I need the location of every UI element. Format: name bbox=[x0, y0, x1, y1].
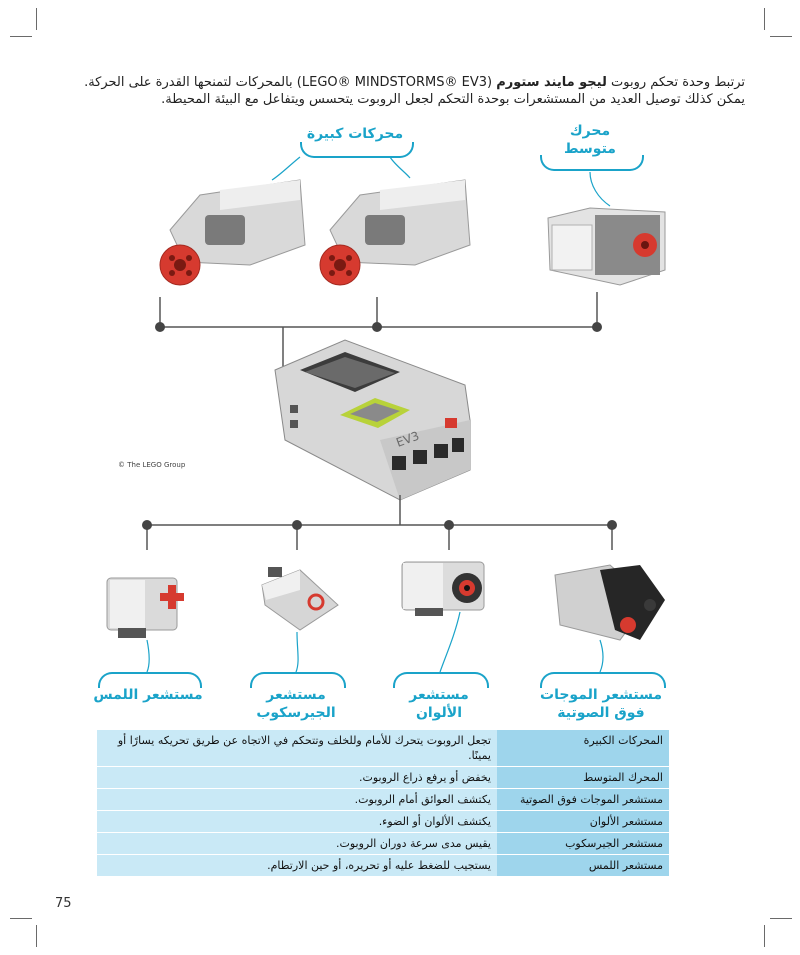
table-value: يستجيب للضغط عليه أو تحريره، أو حين الار… bbox=[97, 854, 497, 877]
ultrasonic-bracket bbox=[540, 672, 666, 688]
callout-line bbox=[295, 631, 299, 673]
table-value: يقيس مدى سرعة دوران الروبوت. bbox=[97, 832, 497, 855]
callout-line bbox=[271, 156, 301, 181]
large-motor-image-1 bbox=[159, 179, 306, 286]
connector-dot bbox=[607, 520, 617, 530]
table-row: مستشعر الجيرسكوب يقيس مدى سرعة دوران الر… bbox=[97, 832, 669, 855]
gyro-sensor-label: مستشعر الجيرسكوب bbox=[256, 687, 336, 721]
crop-mark bbox=[770, 918, 792, 919]
table-value: يخفض أو يرفع ذراع الروبوت. bbox=[97, 766, 497, 789]
gyro-bracket bbox=[250, 672, 346, 688]
connector-dot bbox=[444, 520, 454, 530]
crop-mark bbox=[10, 36, 32, 37]
crop-mark bbox=[764, 925, 765, 947]
table-key: مستشعر الموجات فوق الصوتية bbox=[497, 788, 669, 811]
callout-line bbox=[439, 611, 461, 673]
crop-mark bbox=[770, 36, 792, 37]
table-key: المحرك المتوسط bbox=[497, 766, 669, 789]
medium-motor-label: محرك متوسط bbox=[564, 123, 616, 157]
crop-mark bbox=[36, 925, 37, 947]
connector-dot bbox=[372, 322, 382, 332]
copyright-credit: © The LEGO Group bbox=[118, 461, 186, 469]
large-motors-label: محركات كبيرة bbox=[306, 126, 404, 142]
crop-mark bbox=[10, 918, 32, 919]
color-bracket bbox=[393, 672, 489, 688]
touch-sensor-label: مستشعر اللمس bbox=[93, 687, 203, 703]
ultrasonic-sensor-image bbox=[554, 564, 665, 641]
crop-mark bbox=[764, 8, 765, 30]
table-value: يكتشف العوائق أمام الروبوت. bbox=[97, 788, 497, 811]
touch-sensor-image bbox=[106, 577, 184, 638]
table-key: مستشعر الألوان bbox=[497, 810, 669, 833]
connector-dot bbox=[155, 322, 165, 332]
table-key: مستشعر الجيرسكوب bbox=[497, 832, 669, 855]
large-motor-image-2 bbox=[319, 179, 471, 286]
connector-dot bbox=[142, 520, 152, 530]
table-row: المحركات الكبيرة تجعل الروبوت يتحرك للأم… bbox=[97, 730, 669, 767]
medium-motor-image bbox=[547, 207, 666, 286]
medium-motor-bracket bbox=[540, 155, 644, 171]
callout-line bbox=[146, 639, 150, 673]
connector-dot bbox=[292, 520, 302, 530]
color-sensor-image bbox=[401, 561, 485, 616]
ev3-brick-image bbox=[274, 339, 471, 501]
table-key: مستشعر اللمس bbox=[497, 854, 669, 877]
callout-line bbox=[599, 639, 604, 673]
gyro-sensor-image bbox=[261, 567, 339, 631]
intro-line-2: يمكن كذلك توصيل العديد من المستشعرات بوح… bbox=[161, 92, 745, 107]
table-key: المحركات الكبيرة bbox=[497, 730, 669, 767]
table-value: يكتشف الألوان أو الضوء. bbox=[97, 810, 497, 833]
intro-line-1: ترتبط وحدة تحكم روبوت ليجو مايند ستورم (… bbox=[84, 75, 745, 90]
touch-bracket bbox=[98, 672, 202, 688]
table-value: تجعل الروبوت يتحرك للأمام وللخلف وتتحكم … bbox=[97, 730, 497, 767]
connector-dot bbox=[592, 322, 602, 332]
table-row: المحرك المتوسط يخفض أو يرفع ذراع الروبوت… bbox=[97, 766, 669, 789]
table-row: مستشعر الألوان يكتشف الألوان أو الضوء. bbox=[97, 810, 669, 833]
callout-line bbox=[389, 156, 411, 179]
page-number: 75 bbox=[55, 896, 72, 911]
components-table: المحركات الكبيرة تجعل الروبوت يتحرك للأم… bbox=[97, 730, 669, 877]
large-motors-bracket bbox=[300, 142, 414, 158]
ultrasonic-sensor-label: مستشعر الموجات فوق الصوتية bbox=[540, 687, 662, 721]
color-sensor-label: مستشعر الألوان bbox=[409, 687, 469, 721]
table-row: مستشعر اللمس يستجيب للضغط عليه أو تحريره… bbox=[97, 854, 669, 877]
intro-paragraph: ترتبط وحدة تحكم روبوت ليجو مايند ستورم (… bbox=[60, 74, 745, 108]
crop-mark bbox=[36, 8, 37, 30]
callout-line bbox=[589, 171, 611, 207]
table-row: مستشعر الموجات فوق الصوتية يكتشف العوائق… bbox=[97, 788, 669, 811]
